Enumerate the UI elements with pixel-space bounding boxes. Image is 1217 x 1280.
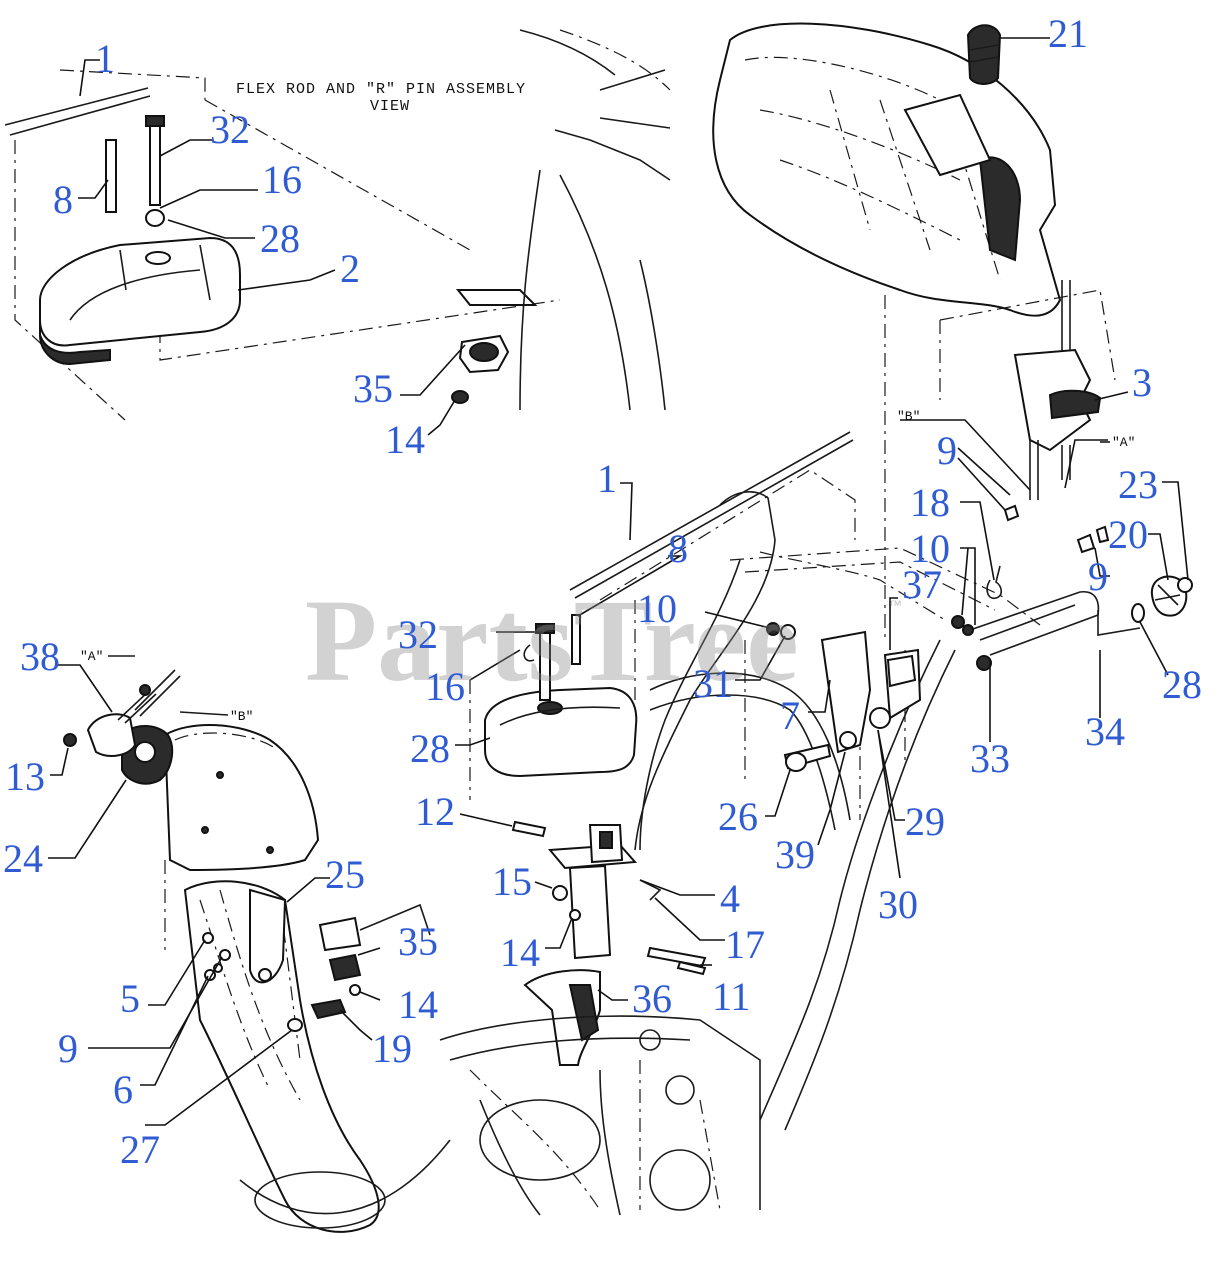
callout-27[interactable]: 27	[120, 1127, 160, 1172]
callout-32-top[interactable]: 32	[210, 107, 250, 152]
callout-24[interactable]: 24	[3, 836, 43, 881]
handle-frame	[318, 431, 1145, 1216]
callout-30[interactable]: 30	[878, 882, 918, 927]
callout-13[interactable]: 13	[5, 754, 45, 799]
flex-rod-inset	[4, 29, 671, 421]
callout-25[interactable]: 25	[325, 852, 365, 897]
callout-16-mid[interactable]: 16	[425, 664, 465, 709]
callout-36[interactable]: 36	[632, 976, 672, 1021]
callout-18[interactable]: 18	[910, 480, 950, 525]
callout-26[interactable]: 26	[718, 794, 758, 839]
callout-9-b[interactable]: 9	[1088, 554, 1108, 599]
watermark: PartsTree	[305, 575, 799, 706]
callout-35-low[interactable]: 35	[398, 919, 438, 964]
callout-7[interactable]: 7	[780, 693, 800, 738]
callout-19[interactable]: 19	[372, 1026, 412, 1071]
flex-rod-drawing	[4, 87, 151, 136]
ref-tag-a-left: "A"	[80, 649, 103, 664]
callout-2[interactable]: 2	[340, 246, 360, 291]
ref-tag-b-right: "B"	[897, 409, 920, 424]
callout-14-mid[interactable]: 14	[500, 930, 540, 975]
watermark-trademark: ™	[888, 597, 902, 613]
callout-1-mid[interactable]: 1	[597, 456, 617, 501]
callout-8-top[interactable]: 8	[53, 177, 73, 222]
callout-14-top[interactable]: 14	[385, 417, 425, 462]
callout-34[interactable]: 34	[1085, 709, 1125, 754]
leader-lines	[48, 37, 1189, 1126]
deflector-drawing	[163, 723, 320, 872]
callout-10-mid[interactable]: 10	[637, 586, 677, 631]
callout-8-mid[interactable]: 8	[668, 526, 688, 571]
callouts: 1 32 16 8 28 2 35 14 21 3 9 18 10 23 20 …	[3, 11, 1202, 1172]
callout-10-right[interactable]: 10	[910, 526, 950, 571]
pin-drawing	[105, 139, 117, 213]
console-drawing	[712, 22, 1062, 317]
shift-cover-drawing	[39, 236, 241, 347]
callout-16-top[interactable]: 16	[262, 157, 302, 202]
callout-29[interactable]: 29	[905, 799, 945, 844]
callout-32-mid[interactable]: 32	[398, 612, 438, 657]
callout-11[interactable]: 11	[712, 974, 751, 1019]
callout-21[interactable]: 21	[1048, 11, 1088, 56]
callout-17[interactable]: 17	[725, 922, 765, 967]
callout-39[interactable]: 39	[775, 832, 815, 877]
callout-3[interactable]: 3	[1132, 360, 1152, 405]
callout-9-low[interactable]: 9	[58, 1026, 78, 1071]
callout-4[interactable]: 4	[720, 876, 740, 921]
callout-31[interactable]: 31	[693, 661, 733, 706]
view-note-line1: FLEX ROD AND "R" PIN ASSEMBLY	[236, 81, 526, 98]
callout-28-right[interactable]: 28	[1162, 662, 1202, 707]
callout-23[interactable]: 23	[1118, 462, 1158, 507]
callout-28-mid[interactable]: 28	[410, 726, 450, 771]
callout-1-top[interactable]: 1	[95, 36, 115, 81]
callout-38[interactable]: 38	[20, 634, 60, 679]
callout-12[interactable]: 12	[415, 789, 455, 834]
ref-tag-a-right: "A"	[1112, 435, 1135, 450]
callout-6[interactable]: 6	[113, 1067, 133, 1112]
console-assembly	[712, 22, 1193, 640]
ref-tag-b-left: "B"	[230, 709, 253, 724]
chute-assembly	[63, 669, 451, 1233]
view-note-line2: VIEW	[370, 98, 410, 115]
callout-14-low[interactable]: 14	[398, 982, 438, 1027]
callout-5[interactable]: 5	[120, 976, 140, 1021]
callout-15[interactable]: 15	[492, 859, 532, 904]
callout-20[interactable]: 20	[1108, 512, 1148, 557]
callout-28-top[interactable]: 28	[260, 216, 300, 261]
callout-33[interactable]: 33	[970, 736, 1010, 781]
callout-37[interactable]: 37	[902, 562, 942, 607]
callout-35-top[interactable]: 35	[353, 366, 393, 411]
knob-drawing	[966, 24, 1002, 85]
callout-9-a[interactable]: 9	[937, 428, 957, 473]
